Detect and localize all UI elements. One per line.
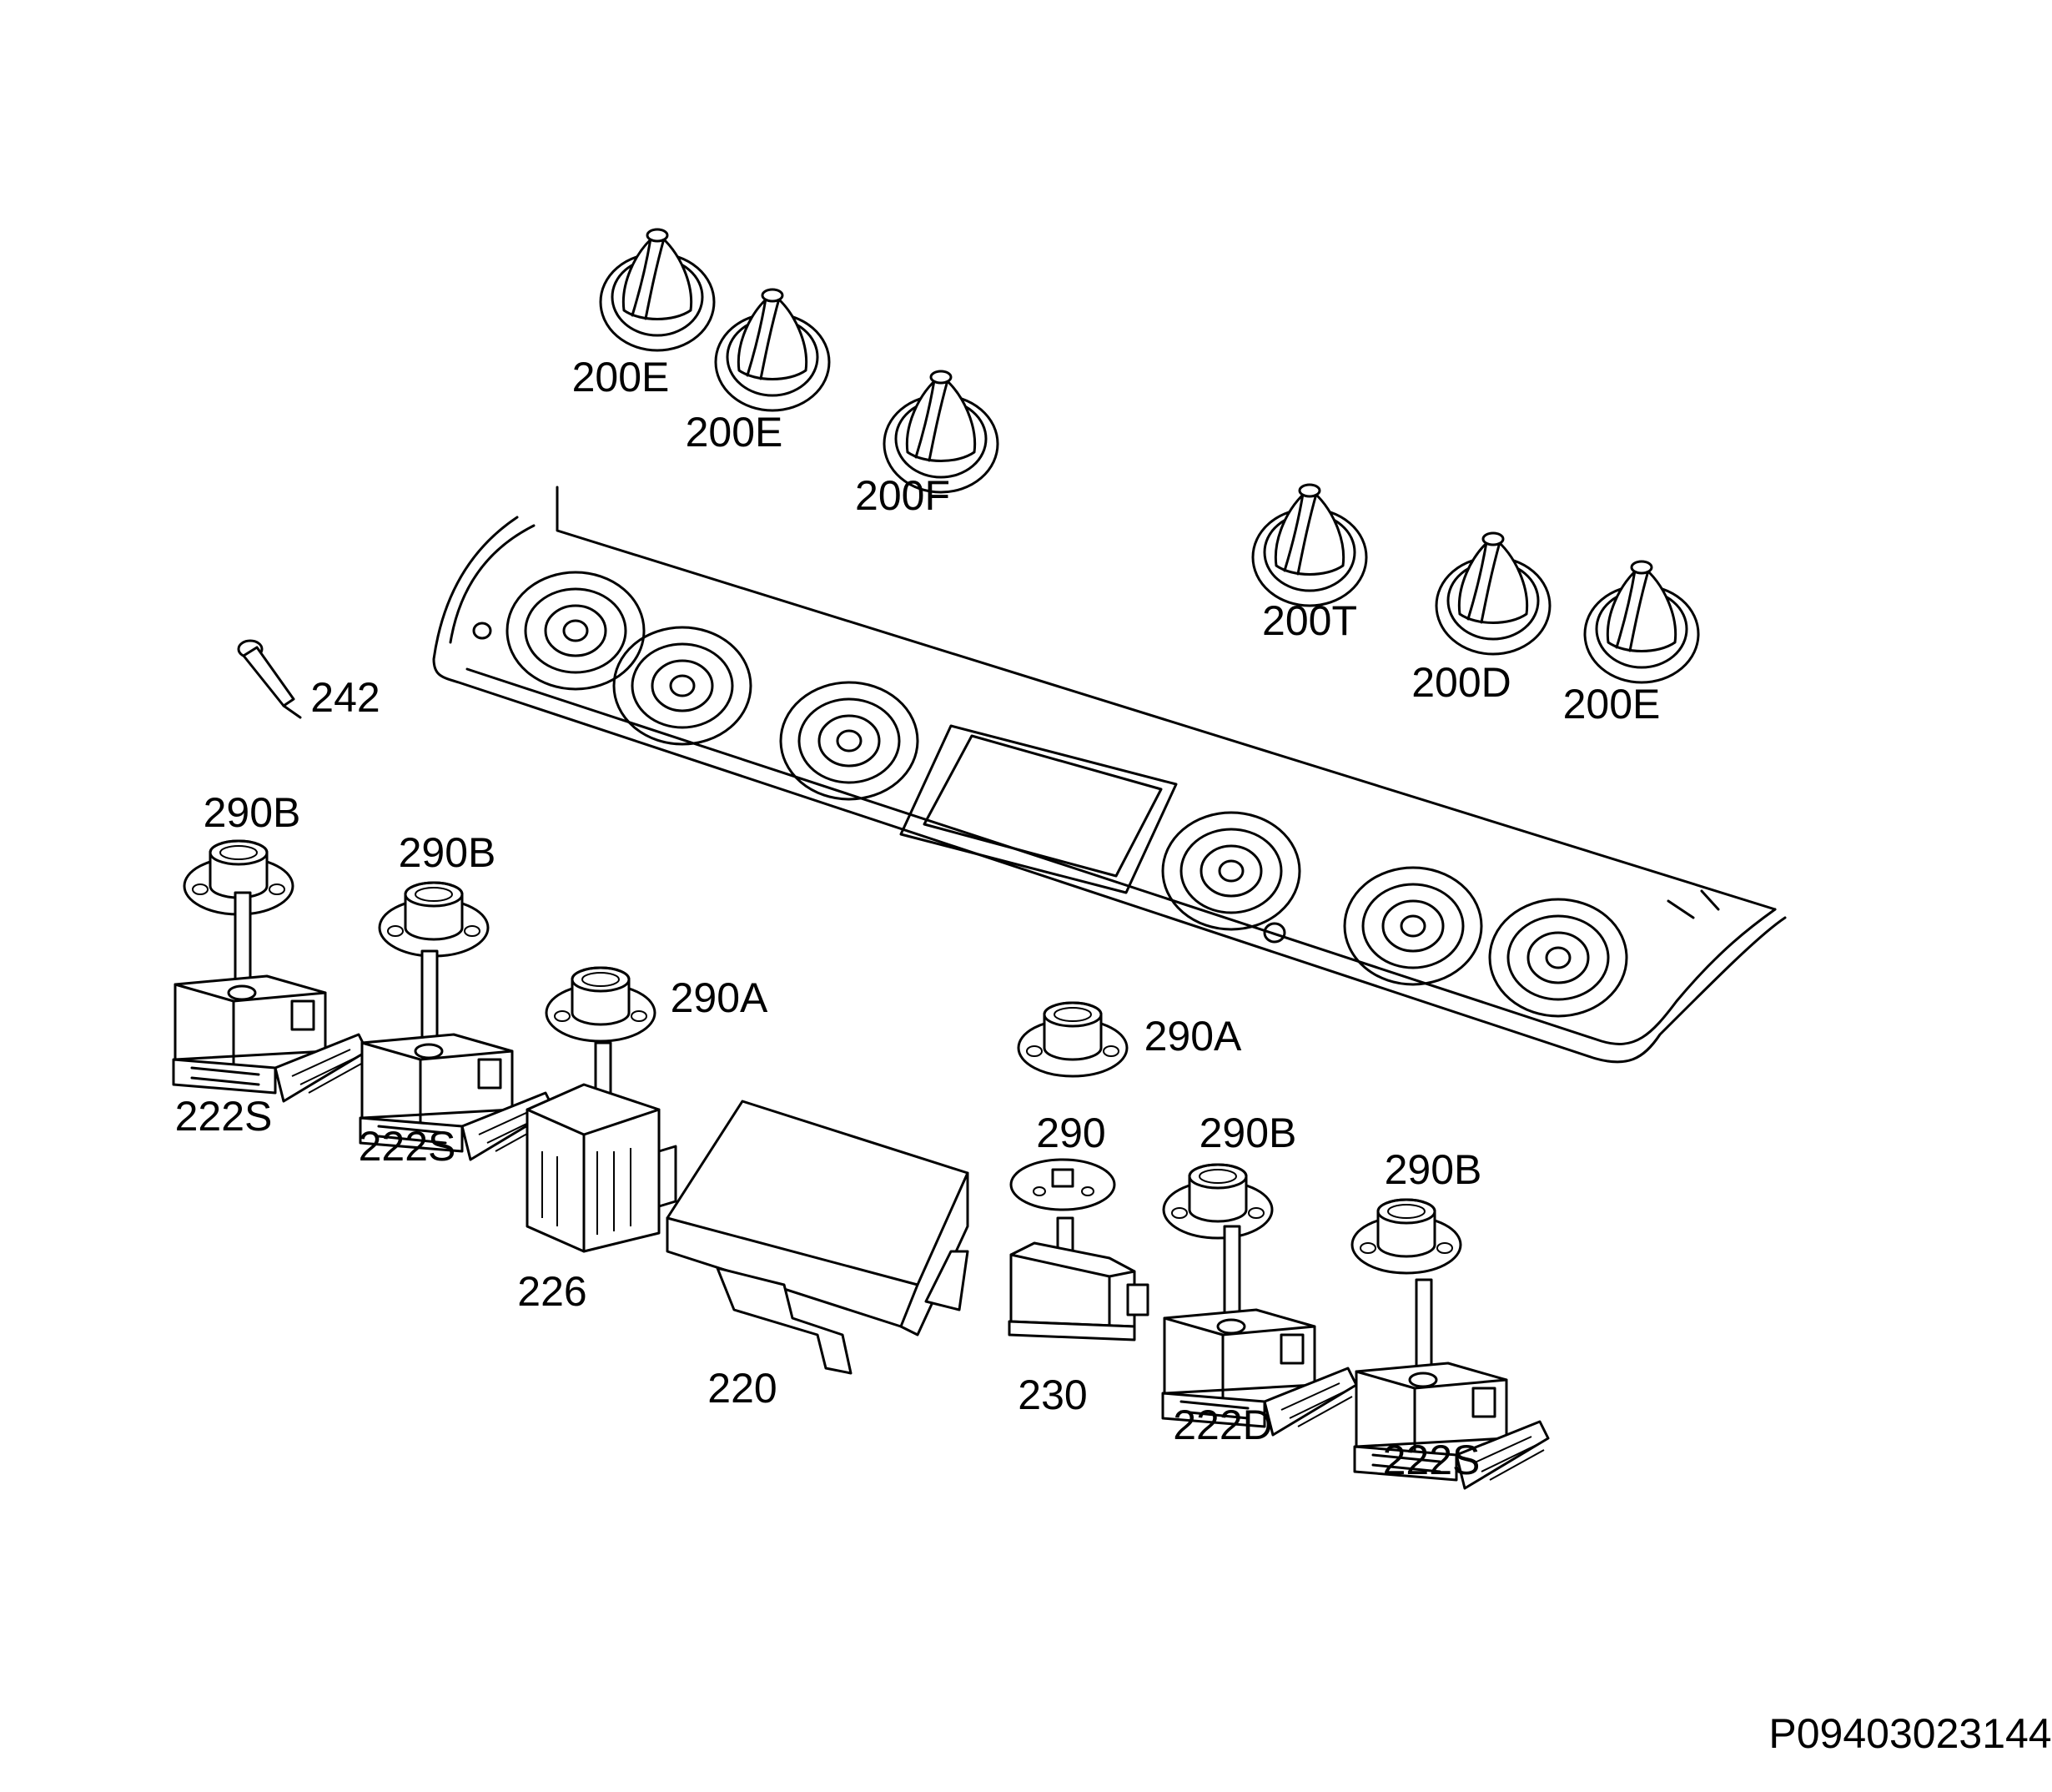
exploded-parts-diagram [172,228,1787,1490]
label-bezel-290b-2: 290B [398,829,496,876]
bezel-290b-4 [1350,1198,1462,1275]
label-bezel-290a-2: 290A [1144,1013,1242,1060]
label-knob-200f: 200F [855,472,950,519]
label-knob-200e-1: 200E [571,354,670,400]
selector-226 [526,1041,677,1253]
label-selector-226: 226 [517,1268,587,1315]
label-plate-290: 290 [1036,1110,1106,1156]
plate-290 [1009,1158,1116,1211]
label-bezel-290b-4: 290B [1384,1146,1482,1193]
bezel-290a-2 [1017,1001,1129,1078]
timer-220 [666,1100,969,1375]
knob-200e-3 [1583,560,1700,684]
label-lamp-242: 242 [310,674,380,721]
knob-200d [1435,531,1552,656]
switch-222s-1 [172,891,369,1103]
lamp-242 [237,639,302,719]
label-thermostat-230: 230 [1018,1372,1088,1418]
label-bezel-290b-3: 290B [1199,1110,1297,1156]
thermostat-230 [1008,1216,1149,1341]
knob-200t [1251,483,1368,607]
bezel-290a-1 [545,966,656,1043]
drawing-code: P09403023144 [1768,1710,2052,1757]
knob-200e-1 [599,228,716,352]
label-knob-200e-2: 200E [685,409,783,456]
label-switch-222d: 222D [1173,1402,1273,1448]
control-panel [432,486,1787,1064]
label-knob-200d: 200D [1411,659,1511,706]
label-switch-222s-2: 222S [358,1123,456,1170]
label-knob-200t: 200T [1262,597,1357,644]
label-switch-222s-1: 222S [174,1093,273,1140]
bezel-290b-3 [1162,1163,1274,1240]
label-bezel-290a-1: 290A [670,974,768,1021]
label-knob-200e-3: 200E [1562,681,1661,727]
label-bezel-290b-1: 290B [203,789,301,836]
bezel-290b-2 [378,881,490,958]
label-switch-222s-3: 222S [1382,1437,1481,1483]
label-timer-220: 220 [707,1365,777,1412]
knob-200e-2 [714,288,831,412]
